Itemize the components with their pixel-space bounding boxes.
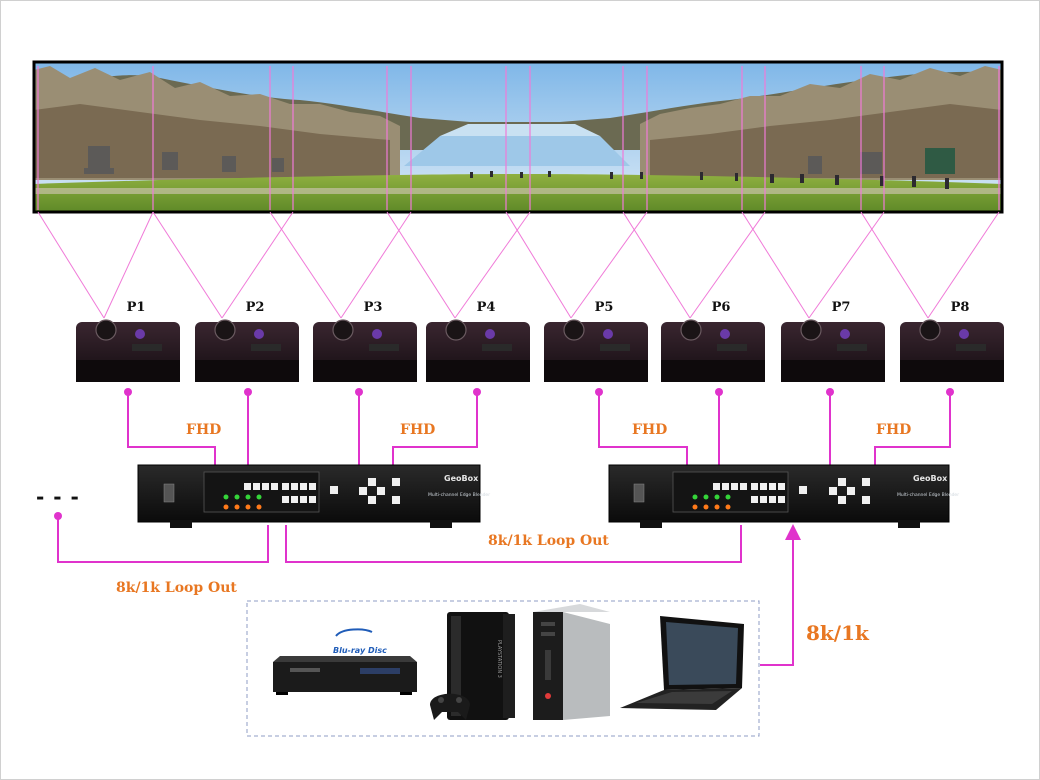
projection-beam: [37, 211, 105, 319]
projector-sensor-icon: [959, 329, 969, 339]
projection-beam: [269, 211, 342, 319]
projector-base: [426, 360, 530, 382]
fhd-label: FHD: [400, 422, 435, 438]
projection-beam: [505, 211, 572, 319]
screen-border: [32, 60, 1004, 214]
projector-lens-icon: [95, 319, 117, 341]
fhd-label: FHD: [186, 422, 221, 438]
projection-beam: [622, 211, 691, 319]
projector-base: [195, 360, 299, 382]
continuation-dashes: - - -: [36, 485, 80, 509]
loop-out-label: 8k/1k Loop Out: [488, 533, 609, 549]
projector-7: P7: [781, 300, 885, 382]
projector-controls: [482, 344, 512, 351]
projector-lens-icon: [800, 319, 822, 341]
projector-controls: [837, 344, 867, 351]
projection-beam: [386, 211, 456, 319]
signal-wiring: [57, 392, 951, 666]
projection-beam: [221, 211, 294, 319]
fhd-label: FHD: [632, 422, 667, 438]
projector-label: P8: [951, 300, 970, 315]
projector-sensor-icon: [372, 329, 382, 339]
projector-lens-icon: [680, 319, 702, 341]
projector-label: P3: [364, 300, 383, 315]
processor-left: GeoBox Multi-channel Edge Blender: [137, 464, 490, 528]
projection-beam: [808, 211, 885, 319]
projection-screen: [32, 60, 1004, 214]
blend-zone-lines: [37, 66, 1000, 210]
projector-controls: [369, 344, 399, 351]
projector-6: P6: [661, 300, 765, 382]
connection-dots: [54, 388, 954, 520]
projector-base: [900, 360, 1004, 382]
projector-controls: [132, 344, 162, 351]
projector-label: P6: [712, 300, 731, 315]
projector-5: P5: [544, 300, 648, 382]
projector-sensor-icon: [135, 329, 145, 339]
projector-array: P1 P2 P3 P4 P5 P6 P7 P8: [76, 300, 1004, 382]
projector-lens-icon: [214, 319, 236, 341]
processor-right: GeoBox Multi-channel Edge Blender: [608, 464, 959, 528]
projector-2: P2: [195, 300, 299, 382]
projector-label: P7: [832, 300, 851, 315]
projector-lens-icon: [563, 319, 585, 341]
projector-base: [781, 360, 885, 382]
laptop-icon: [620, 616, 744, 710]
projector-sensor-icon: [840, 329, 850, 339]
projector-lens-icon: [332, 319, 354, 341]
projector-controls: [717, 344, 747, 351]
projector-4: P4: [426, 300, 530, 382]
projection-beam: [103, 211, 154, 319]
projector-base: [313, 360, 417, 382]
projector-base: [544, 360, 648, 382]
projection-beam: [741, 211, 810, 319]
projector-8: P8: [900, 300, 1004, 382]
sources-dashed-box: [246, 600, 760, 737]
projector-1: P1: [76, 300, 180, 382]
projector-lens-icon: [445, 319, 467, 341]
game-console-icon: PLAYSTATION 3: [430, 612, 515, 720]
projector-3: P3: [313, 300, 417, 382]
projector-sensor-icon: [720, 329, 730, 339]
projector-sensor-icon: [485, 329, 495, 339]
projector-sensor-icon: [603, 329, 613, 339]
input-signal-label: 8k/1k: [806, 621, 870, 645]
projector-label: P5: [595, 300, 614, 315]
bluray-logo: Blu-ray Disc: [333, 646, 387, 655]
projector-base: [76, 360, 180, 382]
processor-model: Multi-channel Edge Blender: [897, 492, 959, 498]
projection-beam: [927, 211, 1000, 319]
projector-base: [661, 360, 765, 382]
projection-beams: [37, 211, 1000, 319]
loop-out-label: 8k/1k Loop Out: [116, 580, 237, 596]
bluray-player-icon: Blu-ray Disc: [273, 628, 417, 695]
projector-label: P2: [246, 300, 265, 315]
processor-brand: GeoBox: [444, 474, 479, 483]
projection-beam: [454, 211, 531, 319]
console-brand: PLAYSTATION 3: [496, 640, 502, 678]
projector-label: P1: [127, 300, 146, 315]
processor-brand: GeoBox: [913, 474, 948, 483]
source-devices: Blu-ray Disc PLAYSTATION 3: [246, 600, 760, 737]
projection-beam: [340, 211, 412, 319]
projection-beam: [860, 211, 929, 319]
projection-beam: [152, 211, 223, 319]
projector-controls: [251, 344, 281, 351]
desktop-tower-icon: [533, 604, 610, 720]
projector-controls: [956, 344, 986, 351]
projector-controls: [600, 344, 630, 351]
processor-model: Multi-channel Edge Blender: [428, 492, 490, 498]
projection-beam: [689, 211, 766, 319]
fhd-label: FHD: [876, 422, 911, 438]
projector-sensor-icon: [254, 329, 264, 339]
projector-lens-icon: [919, 319, 941, 341]
projector-label: P4: [477, 300, 496, 315]
